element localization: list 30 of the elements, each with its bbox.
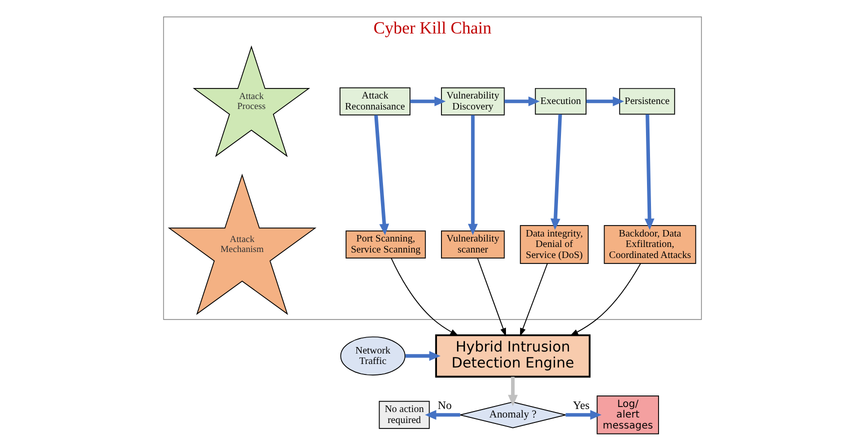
arrow [504, 96, 540, 106]
node-ellipse: Network Traffic [340, 336, 406, 376]
arrow [644, 114, 654, 230]
arrow [410, 96, 446, 106]
arrow [477, 258, 506, 336]
node-box: Vulnerability scanner [441, 230, 505, 258]
node-box: Hybrid Intrusion Detection Engine [435, 334, 591, 378]
arrow [390, 258, 459, 336]
arrow [566, 410, 602, 420]
arrow [508, 376, 518, 406]
node-box: Execution [534, 88, 586, 115]
node-box: Backdoor, Data Exfiltration, Coordinated Attacks [604, 225, 696, 264]
edge-label: No [438, 400, 452, 412]
arrow [550, 114, 562, 230]
node-box: Attack Reconnaisance [340, 87, 410, 116]
node-box: Data integrity, Denial of Service (DoS) [520, 225, 589, 264]
arrow [405, 351, 440, 361]
arrow [570, 263, 642, 336]
arrow [425, 410, 460, 420]
arrow [374, 115, 390, 236]
node-box: No action required [378, 400, 430, 429]
node-box: Persistence [619, 88, 676, 115]
arrow [468, 115, 478, 236]
arrow [520, 263, 548, 336]
node-diamond: Anomaly ? [460, 402, 566, 428]
edge-label: Yes [573, 400, 590, 412]
node-box: Log/ alert messages [596, 396, 659, 434]
node-box: Port Scanning, Service Scanning [346, 230, 426, 258]
node-box: Vulnerability Discovery [441, 87, 505, 116]
arrow [586, 96, 624, 106]
